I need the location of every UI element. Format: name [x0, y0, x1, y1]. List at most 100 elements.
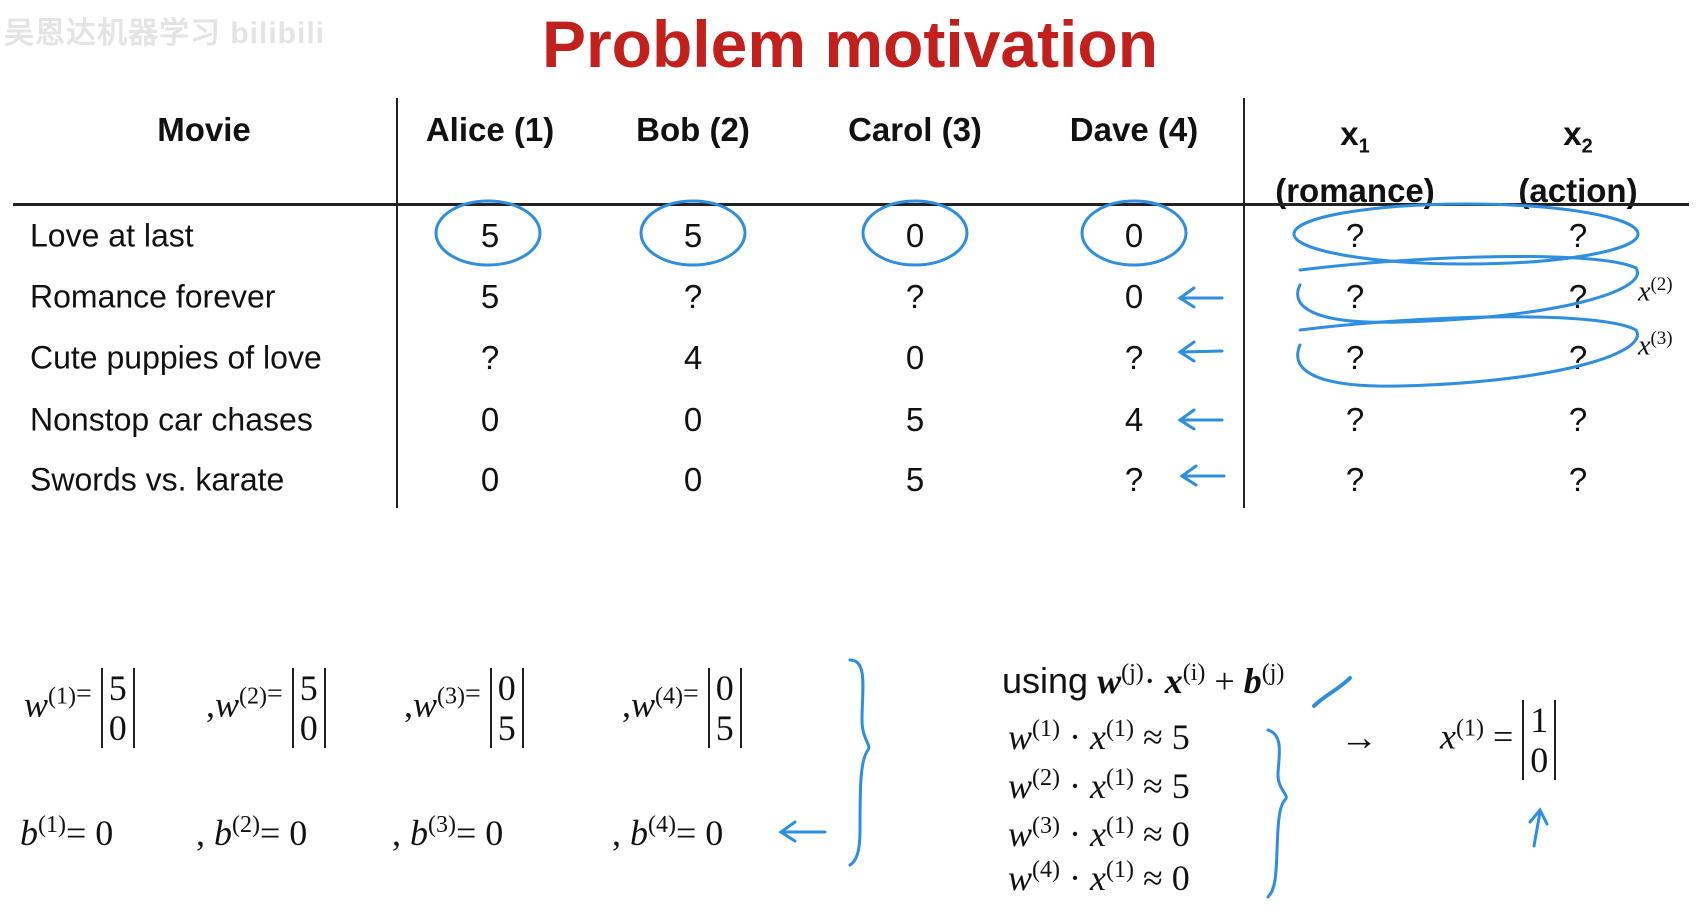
feature-label: (action) [1518, 171, 1638, 209]
feature-label: (romance) [1275, 171, 1435, 209]
comma: , [612, 813, 621, 853]
w-symbol: w [413, 684, 438, 725]
feature-column-divider [1243, 98, 1245, 508]
w-sup: (2) [239, 683, 267, 710]
eq-x-sup: (1) [1105, 857, 1134, 883]
slide-title: Problem motivation [541, 7, 1159, 81]
feature-subscript: 1 [1358, 135, 1370, 158]
bias-number: 0 [485, 813, 504, 853]
using-label: using [1002, 660, 1089, 701]
b-sup: (3) [428, 812, 456, 838]
formula-w: w [1097, 661, 1122, 701]
eq-dot: · [1069, 766, 1081, 806]
formula-dot: · [1143, 661, 1156, 701]
rating-cell: ? [683, 278, 703, 315]
row-annotation-x3: x(3) [1638, 328, 1673, 362]
watermark: 吴恩达机器学习 bilibili [4, 17, 325, 50]
using-formula: using w(j)· x(i) + b(j) [1002, 660, 1284, 702]
row-annotation-x2: x(2) [1638, 274, 1673, 308]
vector-entry: 0 [1530, 740, 1549, 780]
vector-entry: 5 [108, 668, 127, 708]
rating-cell: 5 [480, 217, 500, 254]
equals: = [675, 813, 697, 853]
formula-b-sup: (j) [1261, 660, 1285, 686]
annotation-sup: (2) [1650, 274, 1673, 295]
b-sup: (4) [648, 812, 676, 838]
eq-x-sup: (1) [1105, 813, 1134, 839]
header-movie: Movie [157, 111, 251, 148]
header-carol: Carol (3) [848, 111, 982, 148]
b-symbol: b [20, 813, 38, 853]
bias-value: b(1)= 0 [20, 812, 113, 854]
rating-cell: ? [480, 339, 500, 376]
header-divider [13, 203, 1689, 206]
feature-cell: ? [1568, 401, 1588, 438]
movie-title: Nonstop car chases [30, 401, 313, 438]
eq-x: x [1090, 814, 1106, 854]
eq-approx: ≈ [1142, 814, 1163, 854]
eq-x-sup: (1) [1105, 765, 1134, 791]
feature-subscript: 2 [1581, 135, 1593, 158]
w-sup: (1) [48, 683, 76, 710]
header-alice: Alice (1) [425, 111, 555, 148]
eq-w-sup: (4) [1032, 857, 1060, 883]
eq-x-sup: (1) [1105, 716, 1134, 742]
eq-dot: · [1069, 858, 1081, 898]
w-symbol: w [215, 684, 240, 725]
eq-w-sup: (3) [1032, 813, 1060, 839]
comma: , [196, 813, 205, 853]
eq-w: w [1008, 858, 1033, 898]
movie-title: Romance forever [30, 278, 276, 315]
eq-w: w [1008, 766, 1033, 806]
rating-cell: 5 [905, 401, 925, 438]
feature-cell: ? [1568, 461, 1588, 498]
annotation-sup: (3) [1650, 328, 1673, 349]
rating-cell: 0 [683, 461, 703, 498]
curly-brace [848, 658, 871, 867]
equation: w(1) · x(1) ≈ 5 [1008, 716, 1190, 758]
rating-cell: 0 [480, 401, 500, 438]
eq-w-sup: (2) [1032, 765, 1060, 791]
vector-entry: 0 [497, 668, 516, 708]
header-x2: x2 (action) [1518, 112, 1637, 213]
equals: = [267, 678, 283, 710]
feature-cell: ? [1345, 217, 1365, 254]
arrow-icon [778, 286, 1549, 848]
w-sup: (4) [655, 683, 683, 710]
eq-approx: ≈ [1142, 858, 1163, 898]
b-symbol: b [410, 813, 428, 853]
eq-value: 5 [1171, 717, 1190, 757]
rating-cell: 5 [480, 278, 500, 315]
feature-cell: ? [1568, 339, 1588, 376]
feature-cell: ? [1345, 461, 1365, 498]
b-sup: (2) [232, 812, 260, 838]
b-symbol: b [214, 813, 232, 853]
equals: = [65, 813, 87, 853]
bias-number: 0 [95, 813, 114, 853]
eq-w-sup: (1) [1032, 716, 1060, 742]
formula-b: b [1243, 661, 1262, 701]
eq-w: w [1008, 814, 1033, 854]
eq-value: 0 [1171, 814, 1190, 854]
vector-entry: 0 [108, 708, 127, 748]
rating-cell: ? [1124, 339, 1144, 376]
bias-number: 0 [289, 813, 308, 853]
result-sup: (1) [1455, 715, 1484, 742]
comma: , [392, 813, 401, 853]
bias-number: 0 [705, 813, 724, 853]
eq-x: x [1090, 717, 1106, 757]
feature-cell: ? [1345, 339, 1365, 376]
result-equals: = [1492, 716, 1514, 757]
bias-value: , b(2)= 0 [196, 812, 307, 854]
eq-dot: · [1069, 717, 1081, 757]
eq-x: x [1090, 766, 1106, 806]
result-symbol: x [1440, 716, 1456, 757]
b-sup: (1) [38, 812, 66, 838]
equals: = [259, 813, 281, 853]
